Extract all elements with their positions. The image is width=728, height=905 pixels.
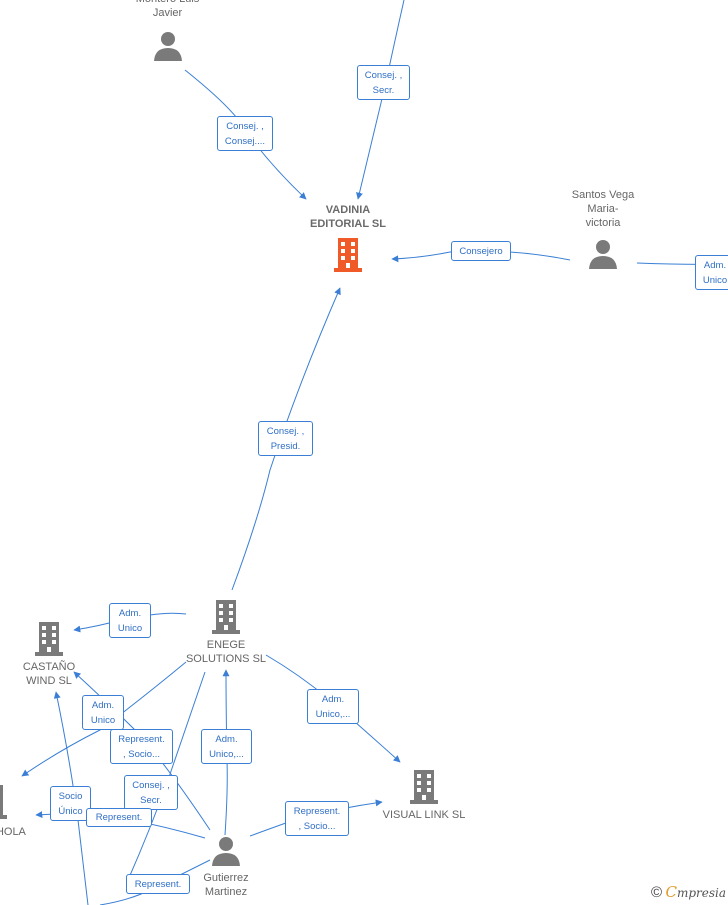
company-node-vadinia[interactable]: VADINIA EDITORIAL SL <box>290 203 406 272</box>
person-icon <box>212 837 240 866</box>
node-label: Santos Vega Maria- victoria <box>571 189 635 229</box>
node-label: CASTAÑO WIND SL <box>22 661 76 687</box>
person-icon <box>589 240 617 269</box>
edge-label-socio-unico[interactable]: Socio Único <box>50 786 91 821</box>
edge-label-gut-enege[interactable]: Adm. Unico,... <box>201 729 252 764</box>
edge-label-represent-b[interactable]: Represent. <box>126 874 190 894</box>
brand-name: mpresia <box>676 886 726 900</box>
company-node-visual-link[interactable]: VISUAL LINK SL <box>372 768 476 822</box>
person-icon <box>153 32 182 61</box>
edge-label-top-vadinia[interactable]: Consej. , Secr. <box>357 65 410 100</box>
edge-label-gut-chola-cs[interactable]: Consej. , Secr. <box>124 775 178 810</box>
edge-label-gut-visual[interactable]: Represent. , Socio... <box>285 801 349 836</box>
edge-label-gut-castano-rep[interactable]: Represent. , Socio... <box>110 729 173 764</box>
person-node-santos[interactable]: Santos Vega Maria- victoria <box>555 188 651 270</box>
edge-label-gut-castano-adm[interactable]: Adm. Unico <box>82 695 124 730</box>
edge-label-enege-castano[interactable]: Adm. Unico <box>109 603 151 638</box>
empresia-brand: © Cmpresia <box>651 883 726 901</box>
node-label: Gutierrez Martinez <box>203 872 249 898</box>
node-label: ENEGE SOLUTIONS SL <box>185 639 267 665</box>
building-icon <box>35 622 63 656</box>
node-label: VISUAL LINK SL <box>382 809 466 821</box>
edge-label-montero-vadinia[interactable]: Consej. , Consej.... <box>217 116 273 151</box>
node-label: Montero Luis Javier <box>136 0 200 19</box>
building-icon <box>410 770 438 804</box>
building-icon <box>212 600 240 634</box>
edge-label-santos-vadinia[interactable]: Consejero <box>451 241 511 261</box>
company-node-chola[interactable]: CHOLA L <box>0 783 38 853</box>
copyright-symbol: © <box>651 884 663 901</box>
node-label: CHOLA L <box>0 826 26 838</box>
edge-label-enege-visual[interactable]: Adm. Unico,... <box>307 689 359 724</box>
person-node-montero[interactable]: Montero Luis Javier <box>110 0 225 62</box>
edge-label-represent-a[interactable]: Represent. <box>86 808 152 827</box>
building-icon <box>334 238 362 272</box>
node-label: VADINIA EDITORIAL SL <box>310 204 386 230</box>
edge-enege-vadinia <box>231 287 341 591</box>
building-icon <box>0 785 7 819</box>
person-node-gutierrez[interactable]: Gutierrez Martinez <box>186 835 266 899</box>
edge-label-right-santos[interactable]: Adm. Unico <box>695 255 728 290</box>
brand-initial: C <box>665 883 677 901</box>
company-node-enege[interactable]: ENEGE SOLUTIONS SL <box>175 598 277 666</box>
company-node-castano[interactable]: CASTAÑO WIND SL <box>14 620 84 688</box>
edge-label-enege-vadinia[interactable]: Consej. , Presid. <box>258 421 313 456</box>
